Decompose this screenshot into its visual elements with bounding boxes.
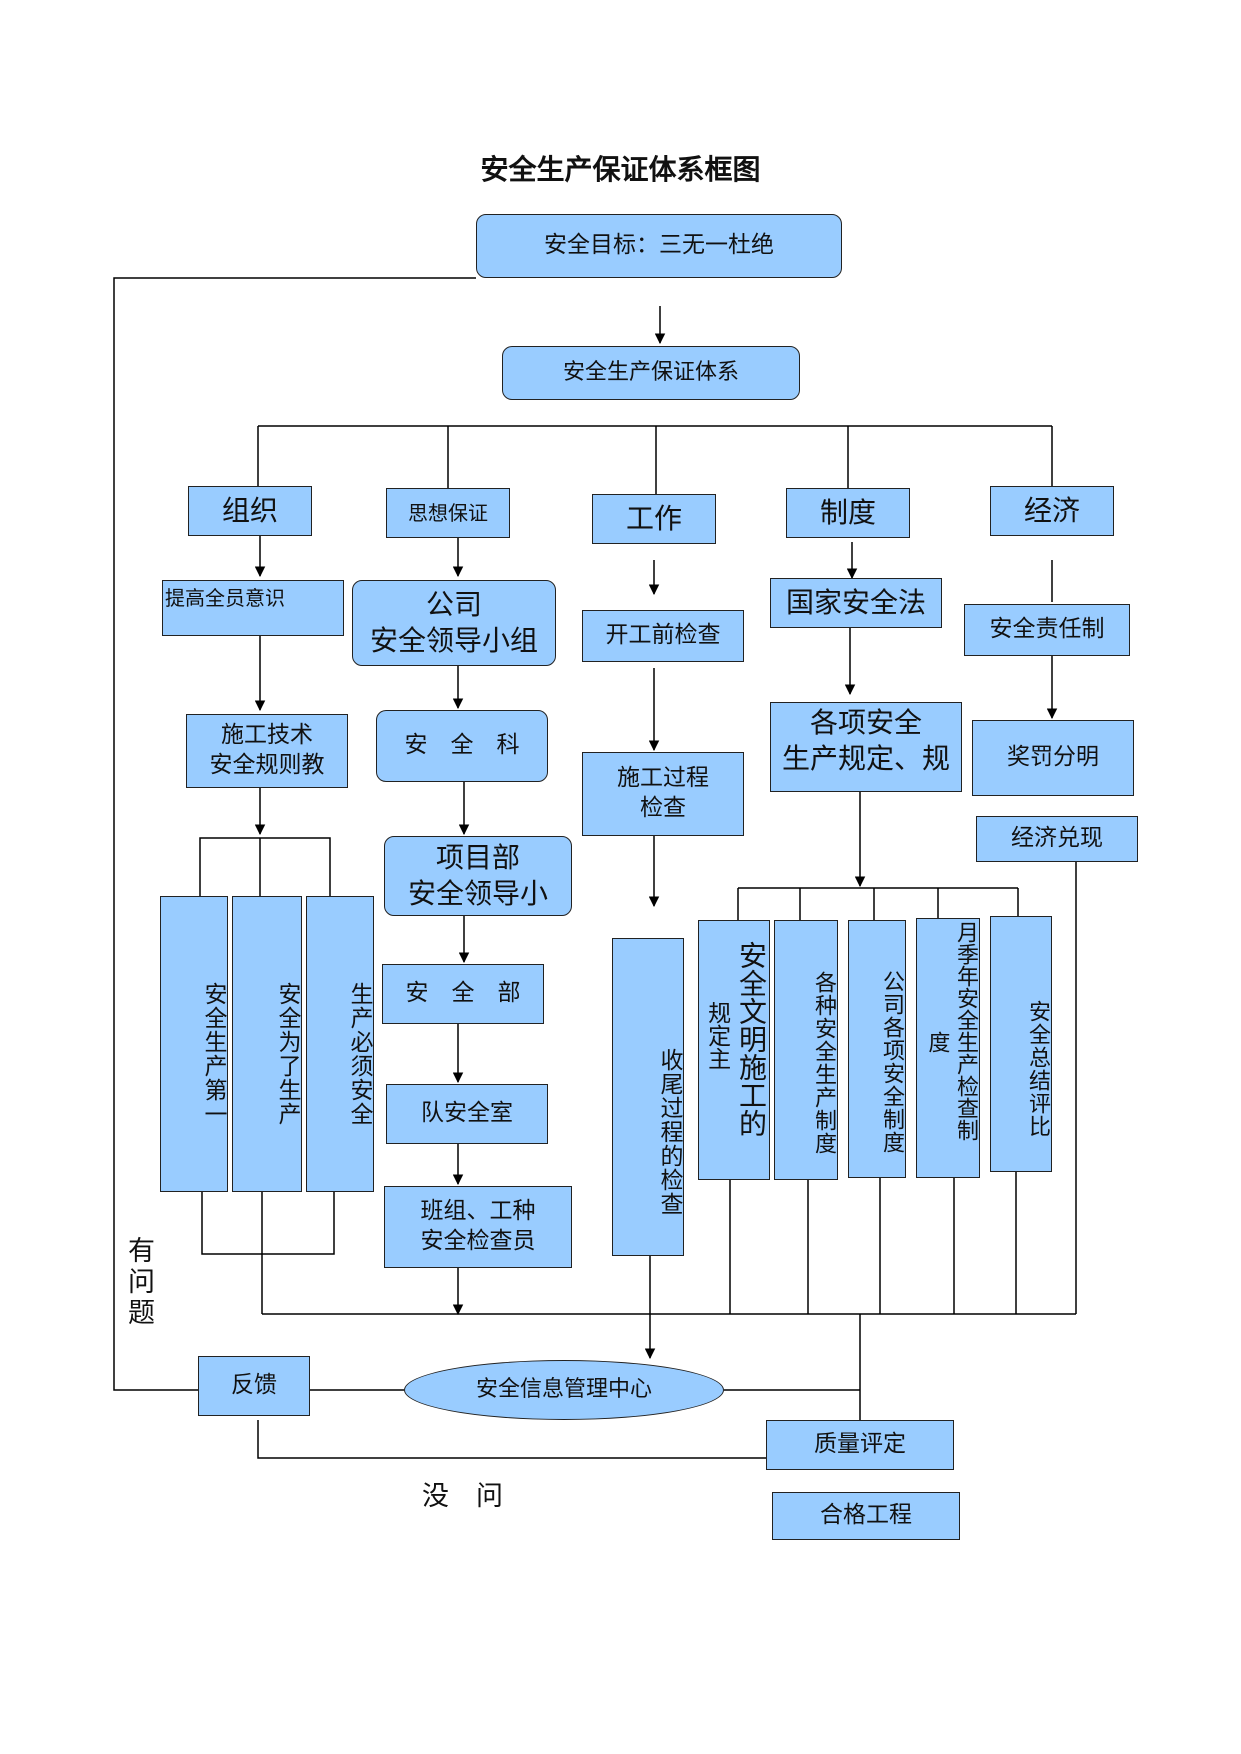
various-system-box: 各种安全生产制度 <box>774 920 838 1180</box>
team-inspector-box: 班组、工种 安全检查员 <box>384 1186 572 1268</box>
work-box: 工作 <box>592 494 716 544</box>
raise-awareness-box: 提高全员意识 <box>162 580 344 636</box>
feedback-box: 反馈 <box>198 1356 310 1416</box>
quality-box: 质量评定 <box>766 1420 954 1470</box>
civil-rules-text-a: 安全文明施工的 <box>735 941 768 1137</box>
info-center-ellipse: 安全信息管理中心 <box>404 1360 724 1420</box>
civil-rules-text-b: 规定主 <box>703 1001 730 1070</box>
periodic-check-text-b: 度 <box>924 1031 950 1053</box>
various-rules-box: 各项安全 生产规定、规 <box>770 702 962 792</box>
civil-rules-box: 安全文明施工的 规定主 <box>698 920 770 1180</box>
tech-rules-box: 施工技术 安全规则教 <box>186 714 348 788</box>
responsibility-box: 安全责任制 <box>964 604 1130 656</box>
periodic-check-text-a: 月季年安全生产检查制 <box>953 921 978 1141</box>
rules-box: 制度 <box>786 488 910 538</box>
diagram-title: 安全生产保证体系框图 <box>480 153 761 186</box>
team-office-box: 队安全室 <box>386 1084 548 1144</box>
safety-first-box: 安全生产第一 <box>160 896 228 1192</box>
safety-for-production-box: 安全为了生产 <box>232 896 302 1192</box>
has-problem-label: 有 问 题 <box>128 1236 155 1330</box>
no-problem-label: 没 问 <box>422 1481 503 1512</box>
safety-dept-box: 安 全 科 <box>376 710 548 782</box>
system-box: 安全生产保证体系 <box>502 346 800 400</box>
economy-box: 经济 <box>990 486 1114 536</box>
thought-box: 思想保证 <box>386 488 510 538</box>
economy-cash-box: 经济兑现 <box>976 816 1138 862</box>
reward-punish-box: 奖罚分明 <box>972 720 1134 796</box>
company-system-box: 公司各项安全制度 <box>848 920 906 1178</box>
summary-box: 安全总结评比 <box>990 916 1052 1172</box>
pre-check-box: 开工前检查 <box>582 610 744 662</box>
project-group-box: 项目部 安全领导小 <box>384 836 572 916</box>
final-check-box: 收尾过程的检查 <box>612 938 684 1256</box>
qualified-box: 合格工程 <box>772 1492 960 1540</box>
org-box: 组织 <box>188 486 312 536</box>
production-must-be-safe-box: 生产必须安全 <box>306 896 374 1192</box>
company-group-box: 公司 安全领导小组 <box>352 580 556 666</box>
safety-section-box: 安 全 部 <box>382 964 544 1024</box>
goal-box: 安全目标：三无一杜绝 <box>476 214 842 278</box>
national-law-box: 国家安全法 <box>770 578 942 628</box>
process-check-box: 施工过程 检查 <box>582 752 744 836</box>
periodic-check-box: 月季年安全生产检查制 度 <box>916 918 980 1178</box>
